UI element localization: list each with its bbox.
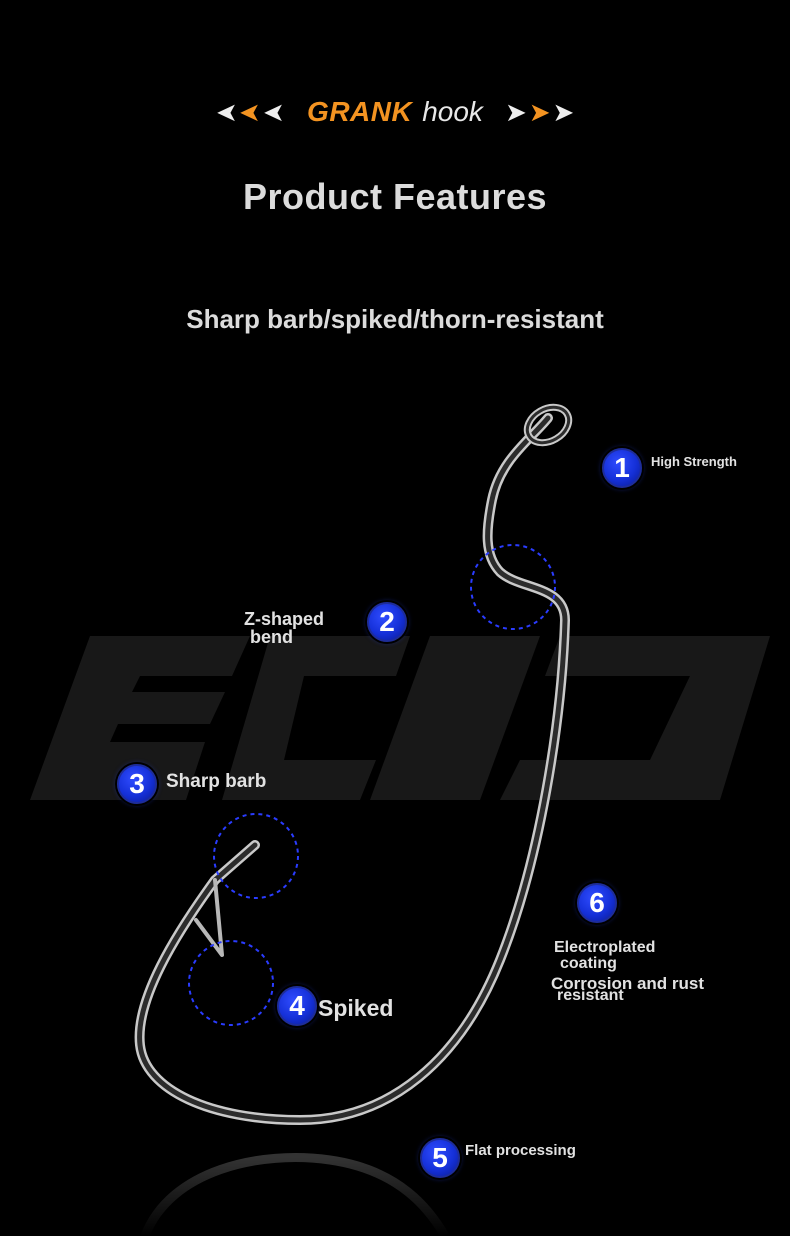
feature-1-badge: 1 [602, 448, 642, 488]
fishing-hook [134, 403, 573, 1125]
feature-3-label: Sharp barb [166, 771, 267, 792]
brand-sub: hook [422, 96, 483, 127]
feature-1-label: High Strength [651, 454, 737, 469]
feature-2-label-line1: Z-shaped [244, 609, 325, 629]
brand-main: GRANK [307, 96, 413, 127]
feature-5-badge: 5 [420, 1138, 460, 1178]
feature-6-badge: 6 [577, 883, 617, 923]
brand-name: GRANK hook [307, 96, 483, 128]
page-title: Product Features [242, 176, 548, 217]
right-arrows-icon: ➤➤➤ [504, 97, 575, 127]
watermark-logo [30, 636, 770, 800]
left-arrows-icon: ➤➤➤ [215, 97, 286, 127]
highlight-circles [188, 544, 556, 1026]
hook-reflection [140, 1153, 449, 1236]
feature-3-badge: 3 [117, 764, 157, 804]
feature-6-label-line2: coating [560, 955, 617, 972]
feature-4-badge: 4 [277, 986, 317, 1026]
z-bend-highlight-circle [470, 544, 556, 630]
feature-5-label: Flat processing [465, 1142, 576, 1159]
feature-6-label-line4: resistant [557, 987, 624, 1004]
feature-4-label: Spiked [318, 995, 394, 1021]
spike-highlight-circle [188, 940, 274, 1026]
feature-6-label-line1: Electroplated [554, 939, 656, 956]
barb-highlight-circle [213, 813, 299, 899]
page-subtitle: Sharp barb/spiked/thorn-resistant [186, 304, 604, 334]
feature-2-badge: 2 [367, 602, 407, 642]
feature-2-label-line2: bend [250, 627, 293, 647]
feature-6-label-line3: Corrosion and rust [551, 974, 705, 993]
brand-header: ➤➤➤ GRANK hook ➤➤➤ [0, 96, 790, 128]
